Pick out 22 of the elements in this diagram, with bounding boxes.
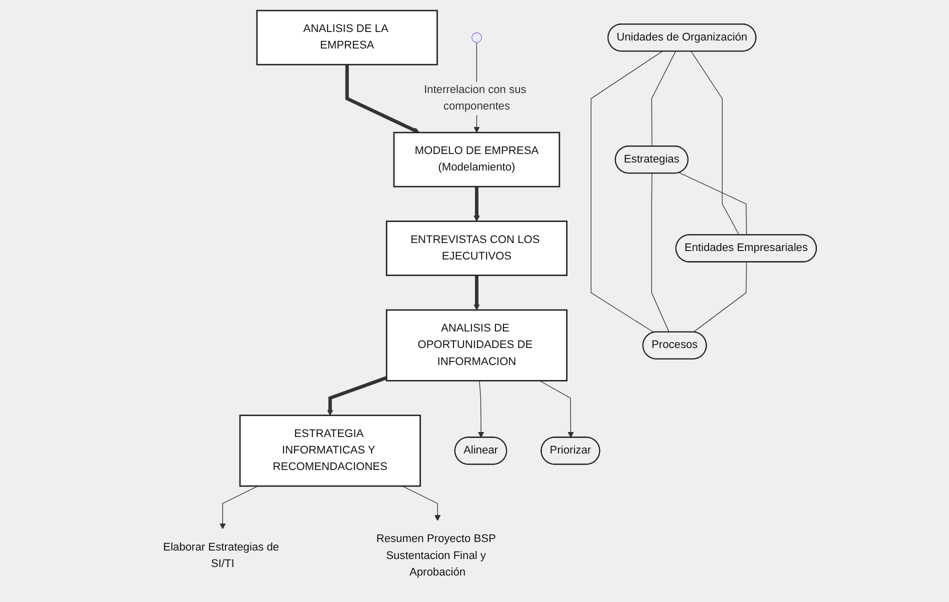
edge-label: Interrelacion con sus componentes <box>424 84 526 112</box>
node-text: Elaborar Estrategias de SI/TI <box>163 542 280 570</box>
arrow <box>327 376 388 416</box>
node-box: ANALISIS DE LA EMPRESA <box>256 10 438 66</box>
node-box: ENTREVISTAS CON LOS EJECUTIVOS <box>386 220 568 276</box>
connector <box>693 262 747 333</box>
arrow <box>478 380 484 438</box>
node-text: Resumen Proyecto BSP Sustentacion Final y Aprobación <box>376 533 496 578</box>
arrow <box>402 486 441 521</box>
connector <box>651 173 670 333</box>
arrow <box>474 186 480 222</box>
node-box: MODELO DE EMPRESA (Modelamiento) <box>393 132 560 188</box>
connector <box>590 51 663 333</box>
node-box: ESTRATEGIA INFORMATICAS Y RECOMENDACIONES <box>239 414 421 487</box>
node-box: ANALISIS DE OPORTUNIDADES DE INFORMACION <box>386 309 568 382</box>
connector <box>678 172 747 236</box>
arrow <box>220 486 258 530</box>
arrow <box>345 64 420 133</box>
connector <box>690 51 740 236</box>
connector <box>651 51 676 147</box>
arrow <box>474 275 480 310</box>
arrow <box>539 380 574 438</box>
